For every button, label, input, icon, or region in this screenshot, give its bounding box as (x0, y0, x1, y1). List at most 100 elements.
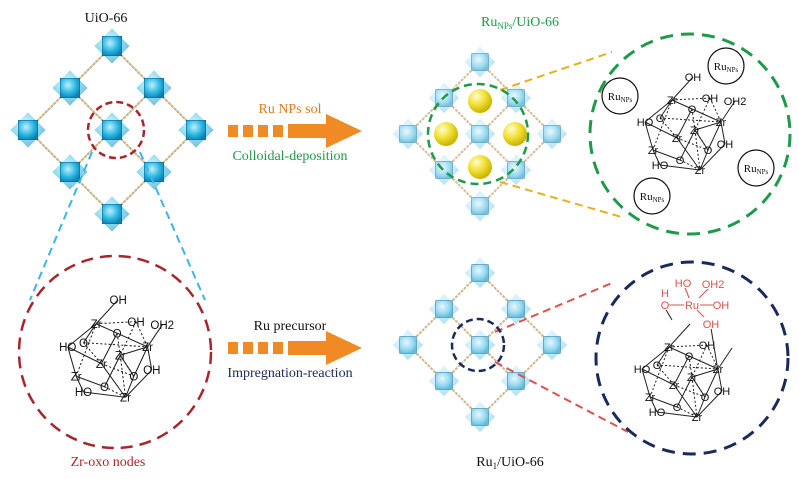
ru-nanoparticle (468, 155, 492, 179)
zr-octahedron-face (101, 203, 123, 225)
bonds (641, 323, 733, 418)
atom-label: O (676, 155, 685, 167)
atom-label: O (688, 104, 697, 116)
zr-octahedron-face (507, 372, 525, 390)
atom-label: OH (714, 386, 731, 398)
zr-octahedron-face (471, 408, 489, 426)
atom-label: Zr (120, 392, 131, 404)
ru-site-atom-label: OH2 (702, 279, 725, 291)
ru-np-label: RuNPs (744, 163, 769, 176)
atom-label: Zr (96, 359, 107, 371)
zoom-line-left (29, 151, 93, 301)
zr-octahedron-face (543, 336, 561, 354)
atom-label: Zr (667, 95, 678, 107)
label-backdrop (661, 298, 669, 310)
bonds (67, 299, 163, 398)
zoom-line-top-red (494, 282, 613, 333)
atom-label: Zr (142, 342, 153, 354)
atom-label: O (129, 371, 138, 383)
atom-label: Zr (687, 372, 698, 384)
atom-label: OH (702, 93, 719, 105)
atom-label: OH (110, 295, 127, 307)
zr-octahedron-face (143, 161, 165, 183)
zr-octahedron-face (471, 336, 489, 354)
ru-site-atom-label: Ru (685, 300, 699, 312)
atom-label: O (685, 351, 694, 363)
arrow-bottom (228, 331, 362, 365)
atom-label: HO (59, 342, 76, 354)
atom-label: Zr (91, 319, 102, 331)
ru-np-circle: RuNPs (601, 77, 639, 115)
label-backdrop (713, 298, 729, 310)
ru-site-atom-label: O (661, 300, 670, 312)
zr-octahedron-face (471, 53, 489, 71)
atom-label: OH (685, 72, 702, 84)
atom-label: O (653, 360, 662, 372)
node-highlight-circle (86, 100, 146, 160)
zr-octahedron-face (507, 161, 525, 179)
ru-site-atom-label: H (661, 288, 669, 300)
atom-label: O (701, 392, 710, 404)
atom-label: Zr (669, 380, 680, 392)
atom-label: Zr (692, 412, 703, 424)
label-backdrop (701, 277, 725, 289)
ru-site-atom-label: OH (713, 300, 730, 312)
atom-label: Zr (695, 165, 706, 177)
uio66-lattice (10, 28, 214, 232)
arrow-top (228, 114, 362, 148)
ru-nps-uio66-lattice (392, 46, 568, 222)
label-backdrop (703, 317, 719, 329)
ru-np-circle: RuNPs (737, 149, 775, 187)
zr-octahedron-face (471, 264, 489, 282)
atom-label: OH (127, 317, 144, 329)
zr-octahedron-face (399, 336, 417, 354)
atom-label: OH (699, 340, 716, 352)
zr-octahedron-face (101, 35, 123, 57)
ru-nps-uio66-title: RuNPs/UiO-66 (481, 15, 559, 31)
atom-label: OH (143, 365, 160, 377)
zr-octahedron-face (507, 89, 525, 107)
atom-label: O (79, 338, 88, 350)
zr-octahedron-face (59, 77, 81, 99)
ru1-zoom-circle (594, 260, 790, 456)
ru-site-atom-label: HO (675, 278, 692, 290)
arrow-top-label: Ru NPs sol (258, 102, 321, 117)
atom-label: O (656, 113, 665, 125)
zr-octahedron-face (101, 119, 123, 141)
atom-label: O (113, 328, 122, 340)
atom-label: OH2 (724, 96, 747, 108)
atom-label: HO (649, 407, 666, 419)
zr-octahedron-face (471, 125, 489, 143)
atom-label: Zr (716, 117, 727, 129)
atom-label: Zr (648, 145, 659, 157)
zr-octahedron-face (59, 161, 81, 183)
atom-label: O (704, 145, 713, 157)
ru-bond (710, 327, 718, 366)
np-highlight-circle (426, 82, 530, 186)
ru-site-atom-label: OH (703, 319, 720, 331)
atom-label: HO (637, 117, 654, 129)
atom-label: Zr (672, 133, 683, 145)
atom-label: HO (75, 387, 92, 399)
zr-octahedron-face (435, 300, 453, 318)
ru-np-label: RuNPs (714, 61, 739, 74)
atom-label: HO (652, 160, 669, 172)
ru1-uio66-lattice (392, 257, 568, 433)
atom-label: OH (717, 139, 734, 151)
arrow-bottom-caption: Impregnation-reaction (227, 366, 352, 381)
label-backdrop (675, 276, 691, 288)
ru-nanoparticle (434, 122, 458, 146)
zr-octahedron-face (471, 197, 489, 215)
zr-octahedron-face (143, 77, 165, 99)
zr-octahedron-face (435, 372, 453, 390)
arrow-top-caption: Colloidal-deposition (232, 149, 347, 164)
zr-octahedron-face (17, 119, 39, 141)
ru-np-circle: RuNPs (707, 47, 745, 85)
label-backdrop (684, 298, 700, 310)
atom-label: Zr (713, 364, 724, 376)
ru-np-label: RuNPs (608, 91, 633, 104)
